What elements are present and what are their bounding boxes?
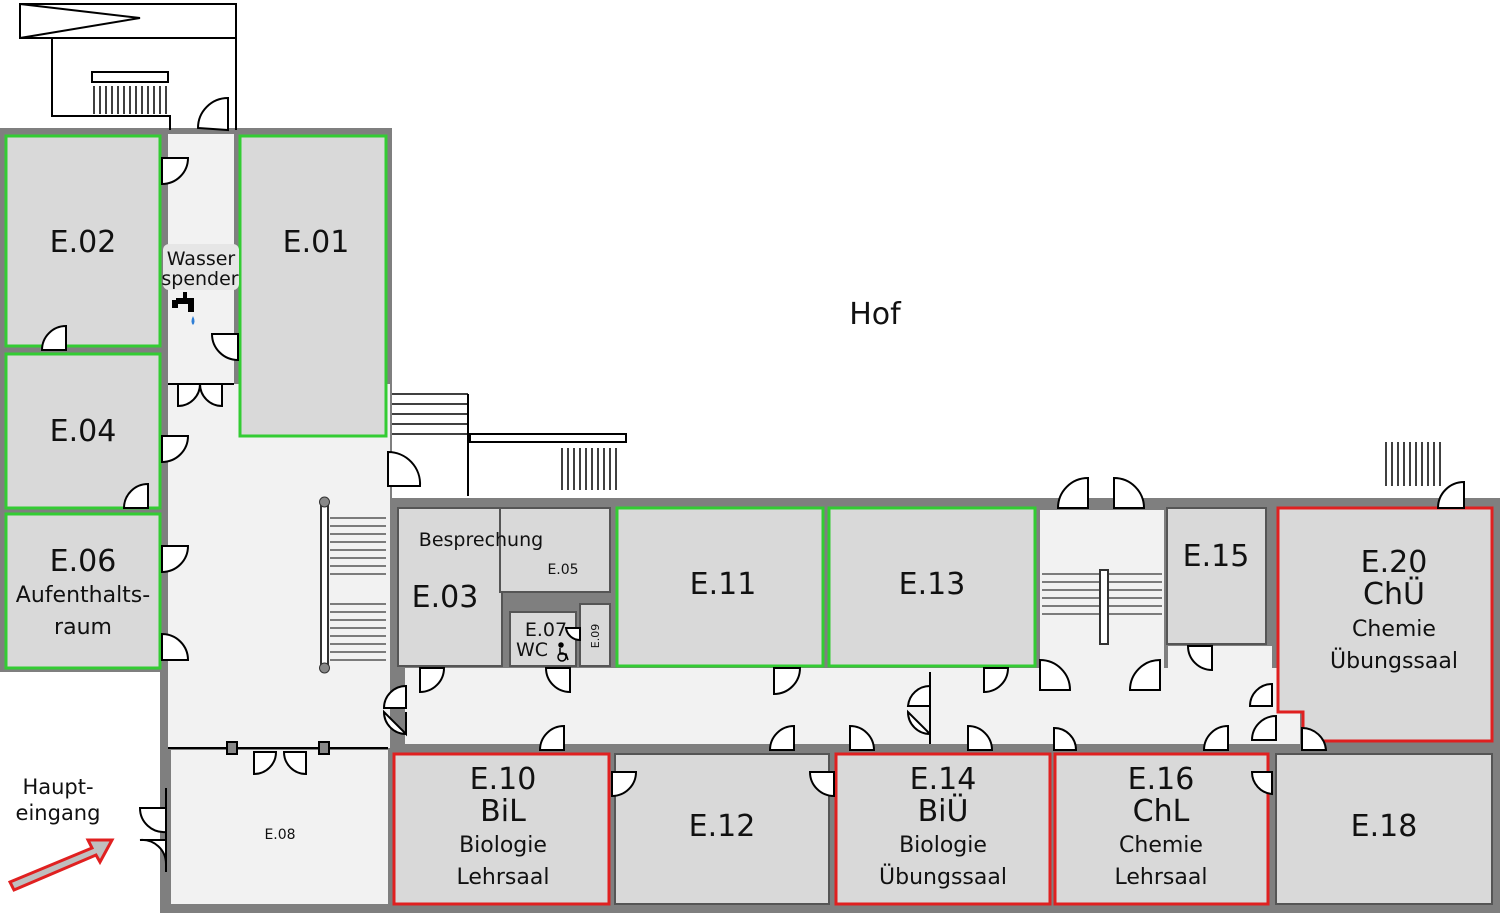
water-tap-icon (172, 292, 195, 325)
room-name-e06-line1: Aufenthalts- (16, 583, 150, 608)
room-label-e04: E.04 (50, 414, 117, 449)
room-label-e03: E.03 (412, 580, 479, 615)
room-label-e07: E.07 (525, 619, 567, 641)
room-label-e12: E.12 (689, 809, 756, 844)
entrance-label-line2: eingang (16, 801, 101, 825)
east-staircase (1042, 569, 1162, 645)
room-name-e14-line2: Übungssaal (879, 864, 1007, 890)
room-label-e13: E.13 (899, 567, 966, 602)
room-name-e16-line2: Lehrsaal (1115, 865, 1208, 890)
room-e11 (615, 506, 825, 668)
room-label-e16: E.16 (1128, 762, 1195, 797)
room-abbr-e16: ChL (1133, 794, 1190, 829)
corridor-nook (1168, 646, 1272, 676)
room-name-e06-line2: raum (54, 615, 112, 640)
water-label-bg (163, 244, 239, 290)
room-e18 (1275, 753, 1493, 905)
entrance-arrow-icon (7, 838, 115, 892)
room-name-e05: Besprechung (419, 529, 543, 551)
room-name-e10-line2: Lehrsaal (457, 865, 550, 890)
room-name-e20-line1: Chemie (1352, 617, 1436, 642)
water-label-line2: spender (161, 268, 238, 290)
room-e05 (499, 507, 611, 593)
room-e15 (1166, 507, 1267, 645)
room-name-e20-line2: Übungssaal (1330, 648, 1458, 674)
room-label-e15: E.15 (1183, 539, 1250, 574)
room-label-e20: E.20 (1361, 545, 1428, 580)
room-label-e14: E.14 (910, 762, 977, 797)
room-abbr-e20: ChÜ (1363, 576, 1425, 612)
room-label-e02: E.02 (50, 225, 117, 260)
room-e16 (1053, 752, 1270, 906)
room-e04 (4, 352, 162, 510)
room-e02 (4, 134, 162, 348)
water-label-line1: Wasser (167, 248, 236, 270)
room-e12 (614, 753, 830, 905)
room-name-e16-line1: Chemie (1119, 833, 1203, 858)
room-label-e09: E.09 (589, 624, 602, 648)
hall-staircase (319, 496, 386, 674)
room-e06 (4, 512, 162, 670)
room-e10 (392, 752, 611, 906)
room-label-e11: E.11 (690, 567, 757, 602)
room-label-e08: E.08 (264, 827, 295, 843)
room-name-e07: WC (516, 639, 548, 661)
room-label-e05: E.05 (547, 562, 578, 578)
labels: Hof Wasser spender Haupt- eingang E.02 E… (16, 225, 1458, 890)
rooms (4, 134, 1494, 906)
room-label-e18: E.18 (1351, 809, 1418, 844)
room-e14 (834, 752, 1052, 906)
room-e01 (238, 134, 388, 438)
wheelchair-icon (557, 642, 569, 662)
room-name-e14-line1: Biologie (899, 833, 987, 858)
room-abbr-e14: BiÜ (918, 793, 969, 829)
room-label-e01: E.01 (283, 225, 350, 260)
room-e13 (827, 506, 1037, 668)
stair-structures (19, 3, 1441, 496)
room-label-e06: E.06 (50, 544, 117, 579)
entrance-hall (171, 750, 388, 904)
entrance-label-line1: Haupt- (22, 775, 93, 799)
room-name-e10-line1: Biologie (459, 833, 547, 858)
courtyard-label: Hof (849, 297, 902, 332)
room-label-e10: E.10 (470, 762, 537, 797)
room-abbr-e10: BiL (480, 794, 526, 829)
doors (40, 96, 1465, 872)
room-e03 (397, 507, 503, 667)
